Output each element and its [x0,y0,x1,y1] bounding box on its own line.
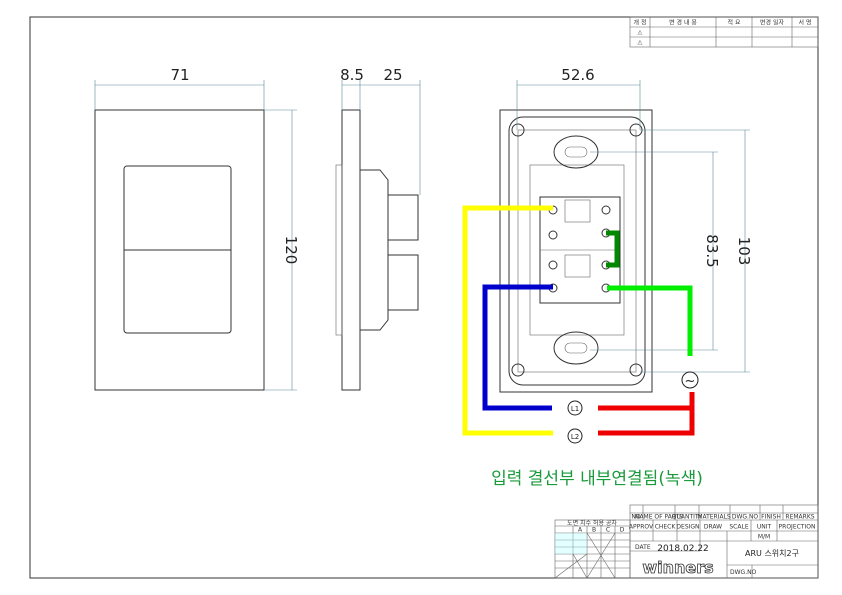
rev-triangle-icon: ⚠ [637,40,643,47]
parts-header-dwgno: DWG.NO [732,514,759,521]
ac-source-symbol: ~ [685,374,696,389]
company-logo: winners [642,558,713,577]
wire-l2-yellow [462,205,553,436]
sheet-frame [29,16,819,579]
wire-source-red [598,392,695,436]
parts-header-remarks: REMARKS [785,514,814,521]
rev-header-no: 개 정 [634,19,647,27]
tolerance-table: 도면 치수 허용 공차 A B C D [554,519,631,579]
wiring-diagram: ~ L1 L2 입력 결선부 내부연결됨(녹색) [462,205,703,489]
l1-label: L1 [571,405,579,413]
rev-header-sign: 서 명 [799,19,812,27]
title-block: NO NAME OF PARTS QUANTITY MATERIALS DWG.… [629,504,819,579]
date-value: 2018.02.22 [657,544,709,554]
projection-label: PROJECTION [779,524,816,531]
wire-output-green [607,285,693,356]
tolerance-col-d: D [620,527,625,534]
unit-value: M/M [758,534,770,541]
tolerance-col-c: C [606,527,610,534]
parts-header-name: NAME OF PARTS [635,514,683,521]
date-label: DATE [635,544,651,551]
back-view: 52.6 83.5 103 [499,66,753,393]
front-view: 71 120 [94,66,300,391]
sign-header-row: APPROV CHECK DESIGN DRAW SCALE UNIT PROJ… [629,520,816,541]
front-height-dim: 120 [282,236,300,265]
back-inner-height-dim: 83.5 [703,234,721,267]
side-plate-dim: 8.5 [340,66,364,84]
side-view: 8.5 25 [335,66,421,391]
l2-label: L2 [571,433,579,441]
parts-header-finish: FINISH [761,514,781,521]
l2-terminal-icon [567,428,583,444]
rev-header-date: 변경 일자 [760,19,784,27]
rev-header-summary: 적 요 [728,20,741,27]
revision-table: 개 정 변 경 내 용 적 요 변경 일자 서 명 ⚠ ⚠ [629,16,819,48]
tolerance-col-b: B [592,527,596,534]
approv-label: APPROV [629,524,654,531]
side-depth-dim: 25 [383,66,402,84]
wiring-note: 입력 결선부 내부연결됨(녹색) [491,469,703,489]
design-label: DESIGN [676,524,699,531]
parts-header-quantity: QUANTITY [672,514,703,521]
wire-internal-dark-green [606,230,620,268]
rev-triangle-icon: ⚠ [637,30,643,37]
scale-label: SCALE [729,524,748,531]
product-name: ARU 스위치2구 [745,549,799,558]
dwg-no-label: DWG.NO [730,569,757,576]
unit-label: UNIT [757,524,772,531]
front-plate [94,109,265,391]
rev-header-content: 변 경 내 용 [669,19,697,27]
back-width-dim: 52.6 [561,66,594,84]
draw-label: DRAW [704,524,722,531]
front-width-dim: 71 [170,66,189,84]
parts-header-row: NO NAME OF PARTS QUANTITY MATERIALS DWG.… [631,505,815,521]
tolerance-col-a: A [578,527,583,534]
parts-header-no: NO [631,514,640,521]
ac-source-icon [681,371,699,389]
tolerance-header: 도면 치수 허용 공차 [567,519,617,527]
back-outer-height-dim: 103 [735,237,753,266]
check-label: CHECK [655,524,677,531]
parts-header-materials: MATERIALS [697,514,731,521]
l1-terminal-icon [567,400,583,416]
wire-l1-blue [482,284,553,411]
